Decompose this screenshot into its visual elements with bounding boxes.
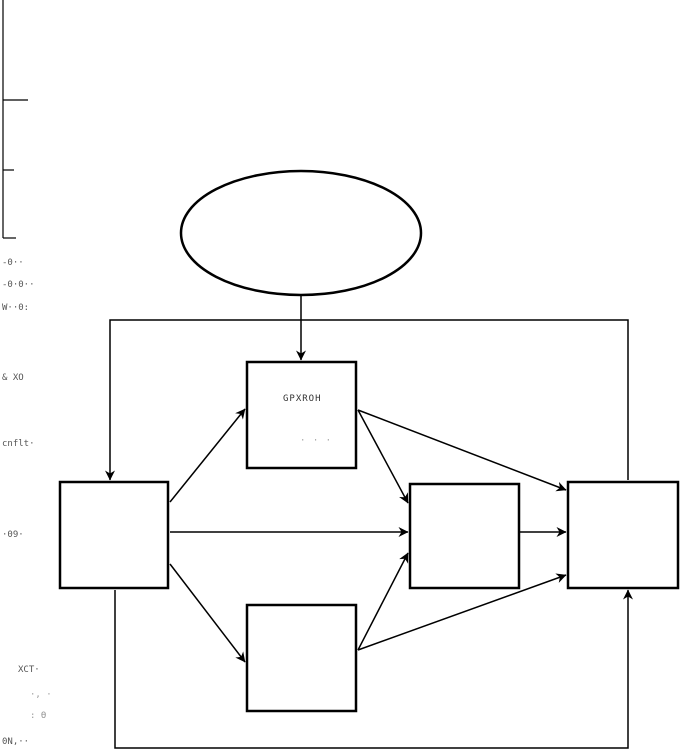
margin-label-3: W··0:	[2, 303, 29, 313]
arrow-left-to-top-box	[169, 408, 246, 503]
source-ellipse	[179, 169, 423, 297]
arrow-top-box-to-right-box	[357, 409, 567, 492]
margin-label-8: ·, ·	[30, 690, 52, 700]
box-top	[245, 360, 358, 470]
margin-label-6: ·09·	[2, 530, 24, 540]
arrow-top-box-to-middle-box	[357, 409, 409, 504]
left-margin-bracket	[2, 0, 28, 239]
box-bottom	[245, 603, 358, 713]
margin-label-9: : Ө	[30, 711, 46, 721]
box-top-sublabel: · · ·	[300, 436, 332, 446]
margin-label-2: -0·0··	[2, 280, 35, 290]
margin-label-10: 0N,··	[2, 737, 29, 747]
margin-label-4: & XO	[2, 373, 24, 383]
arrow-bottom-box-to-middle-box	[357, 552, 409, 651]
margin-label-7: XCT·	[18, 665, 40, 675]
box-top-label: GPXROH	[283, 394, 322, 404]
arrow-left-to-bottom-box	[169, 563, 246, 663]
arrow-feedback-loop	[105, 319, 629, 481]
margin-label-5: cnflt·	[2, 439, 35, 449]
box-left	[58, 480, 170, 590]
arrow-bottom-box-to-right-box	[357, 573, 567, 651]
margin-label-1: -0··	[2, 258, 24, 268]
arrow-bottom-loop	[114, 589, 633, 749]
box-right	[566, 480, 680, 590]
box-middle	[408, 482, 521, 590]
